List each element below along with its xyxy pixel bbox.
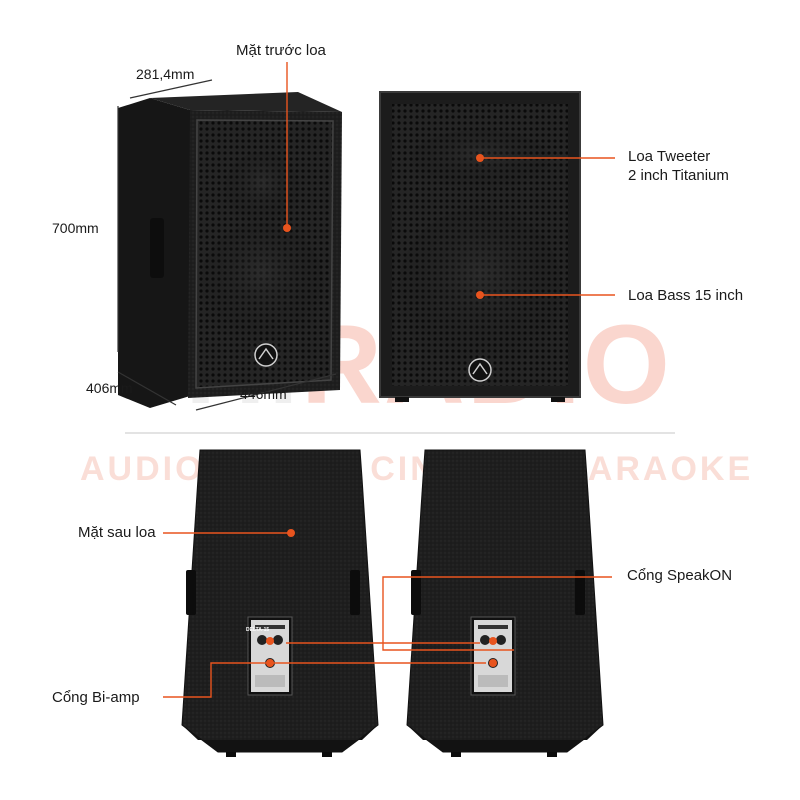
callout-tweeter-line2: 2 inch Titanium	[628, 167, 729, 184]
dimension-depth: 281,4mm	[136, 66, 195, 82]
speaker-rear-right	[406, 449, 604, 757]
callout-front: Mặt trước loa	[236, 42, 326, 59]
callout-dots	[266, 154, 497, 667]
callout-lines	[163, 62, 615, 698]
callout-tweeter-line1: Loa Tweeter	[628, 148, 711, 165]
callout-bass: Loa Bass 15 inch	[628, 287, 744, 304]
speaker-front-straight	[379, 91, 581, 402]
watermark-divider	[125, 432, 675, 434]
speaker-rear-left	[181, 449, 379, 757]
speaker-front-angled	[118, 92, 342, 408]
dimension-height: 700mm	[52, 220, 99, 236]
callout-biamp: Cổng Bi-amp	[52, 689, 140, 706]
dimension-lines	[117, 79, 337, 411]
callout-speakon: Cổng SpeakON	[627, 567, 733, 584]
dimension-side: 406mm	[86, 380, 133, 396]
dimension-front-width: 446mm	[240, 386, 287, 402]
callout-rear: Mặt sau loa	[78, 524, 156, 541]
panel-model-label: DELTA-15	[246, 627, 269, 633]
